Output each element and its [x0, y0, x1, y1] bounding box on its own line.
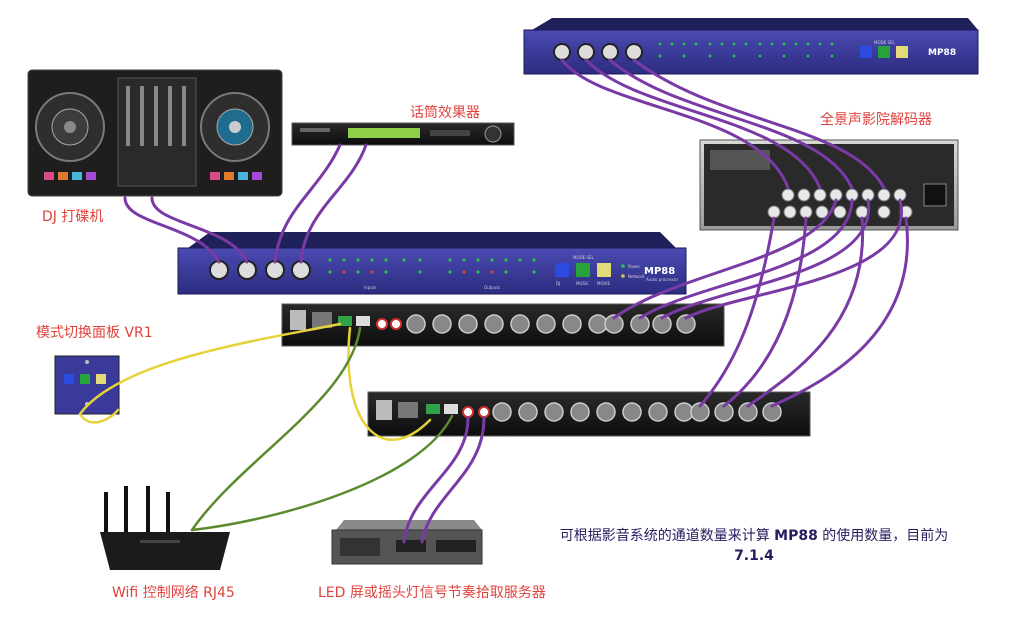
label-wifi: Wifi 控制网络 RJ45: [112, 585, 235, 601]
cables: [78, 58, 909, 544]
note-brand: MP88: [774, 528, 818, 544]
btn-movie-label: MOVIE: [597, 281, 610, 286]
network-label: Network: [628, 274, 645, 279]
label-mode-panel: 模式切换面板 VR1: [36, 325, 153, 341]
inputs-label: Inputs: [364, 285, 376, 290]
note-count: 7.1.4: [734, 548, 774, 564]
note-middle: 的使用数量，目前为: [817, 528, 949, 544]
mp88-main-sub: Audio processor: [646, 277, 678, 282]
channel-note: 可根据影音系统的通道数量来计算 MP88 的使用数量，目前为 7.1.4: [520, 526, 988, 566]
label-mic-effect: 话筒效果器: [410, 105, 480, 121]
label-led-server: LED 屏或摇头灯信号节奏拾取服务器: [318, 585, 546, 601]
note-prefix: 可根据影音系统的通道数量来计算: [559, 528, 775, 544]
mp88-top-modesel: MODE SEL: [874, 40, 896, 45]
label-decoder: 全景声影院解码器: [820, 112, 932, 128]
led-server: [331, 520, 483, 565]
btn-music-label: MUSIC: [576, 281, 589, 286]
dj-controller: [27, 69, 283, 197]
mp88-top-logo: MP88: [928, 48, 956, 58]
btn-dj-label: DJ: [556, 281, 560, 286]
mp88-top-unit: MP88 MODE SEL: [523, 18, 979, 75]
power-label: Power: [628, 264, 640, 269]
mp88-main-logo: MP88: [644, 266, 675, 277]
mp88-main-modesel: MODE SEL: [573, 255, 595, 260]
outputs-label: Outputs: [484, 285, 500, 290]
mp88-main-unit: MP88 Audio processor MODE SEL DJ MUSIC M…: [177, 232, 687, 295]
rear-panel-2: [367, 391, 811, 437]
mic-effect-unit: [291, 122, 515, 146]
label-dj: DJ 打碟机: [42, 209, 104, 225]
wifi-router: [100, 486, 230, 570]
